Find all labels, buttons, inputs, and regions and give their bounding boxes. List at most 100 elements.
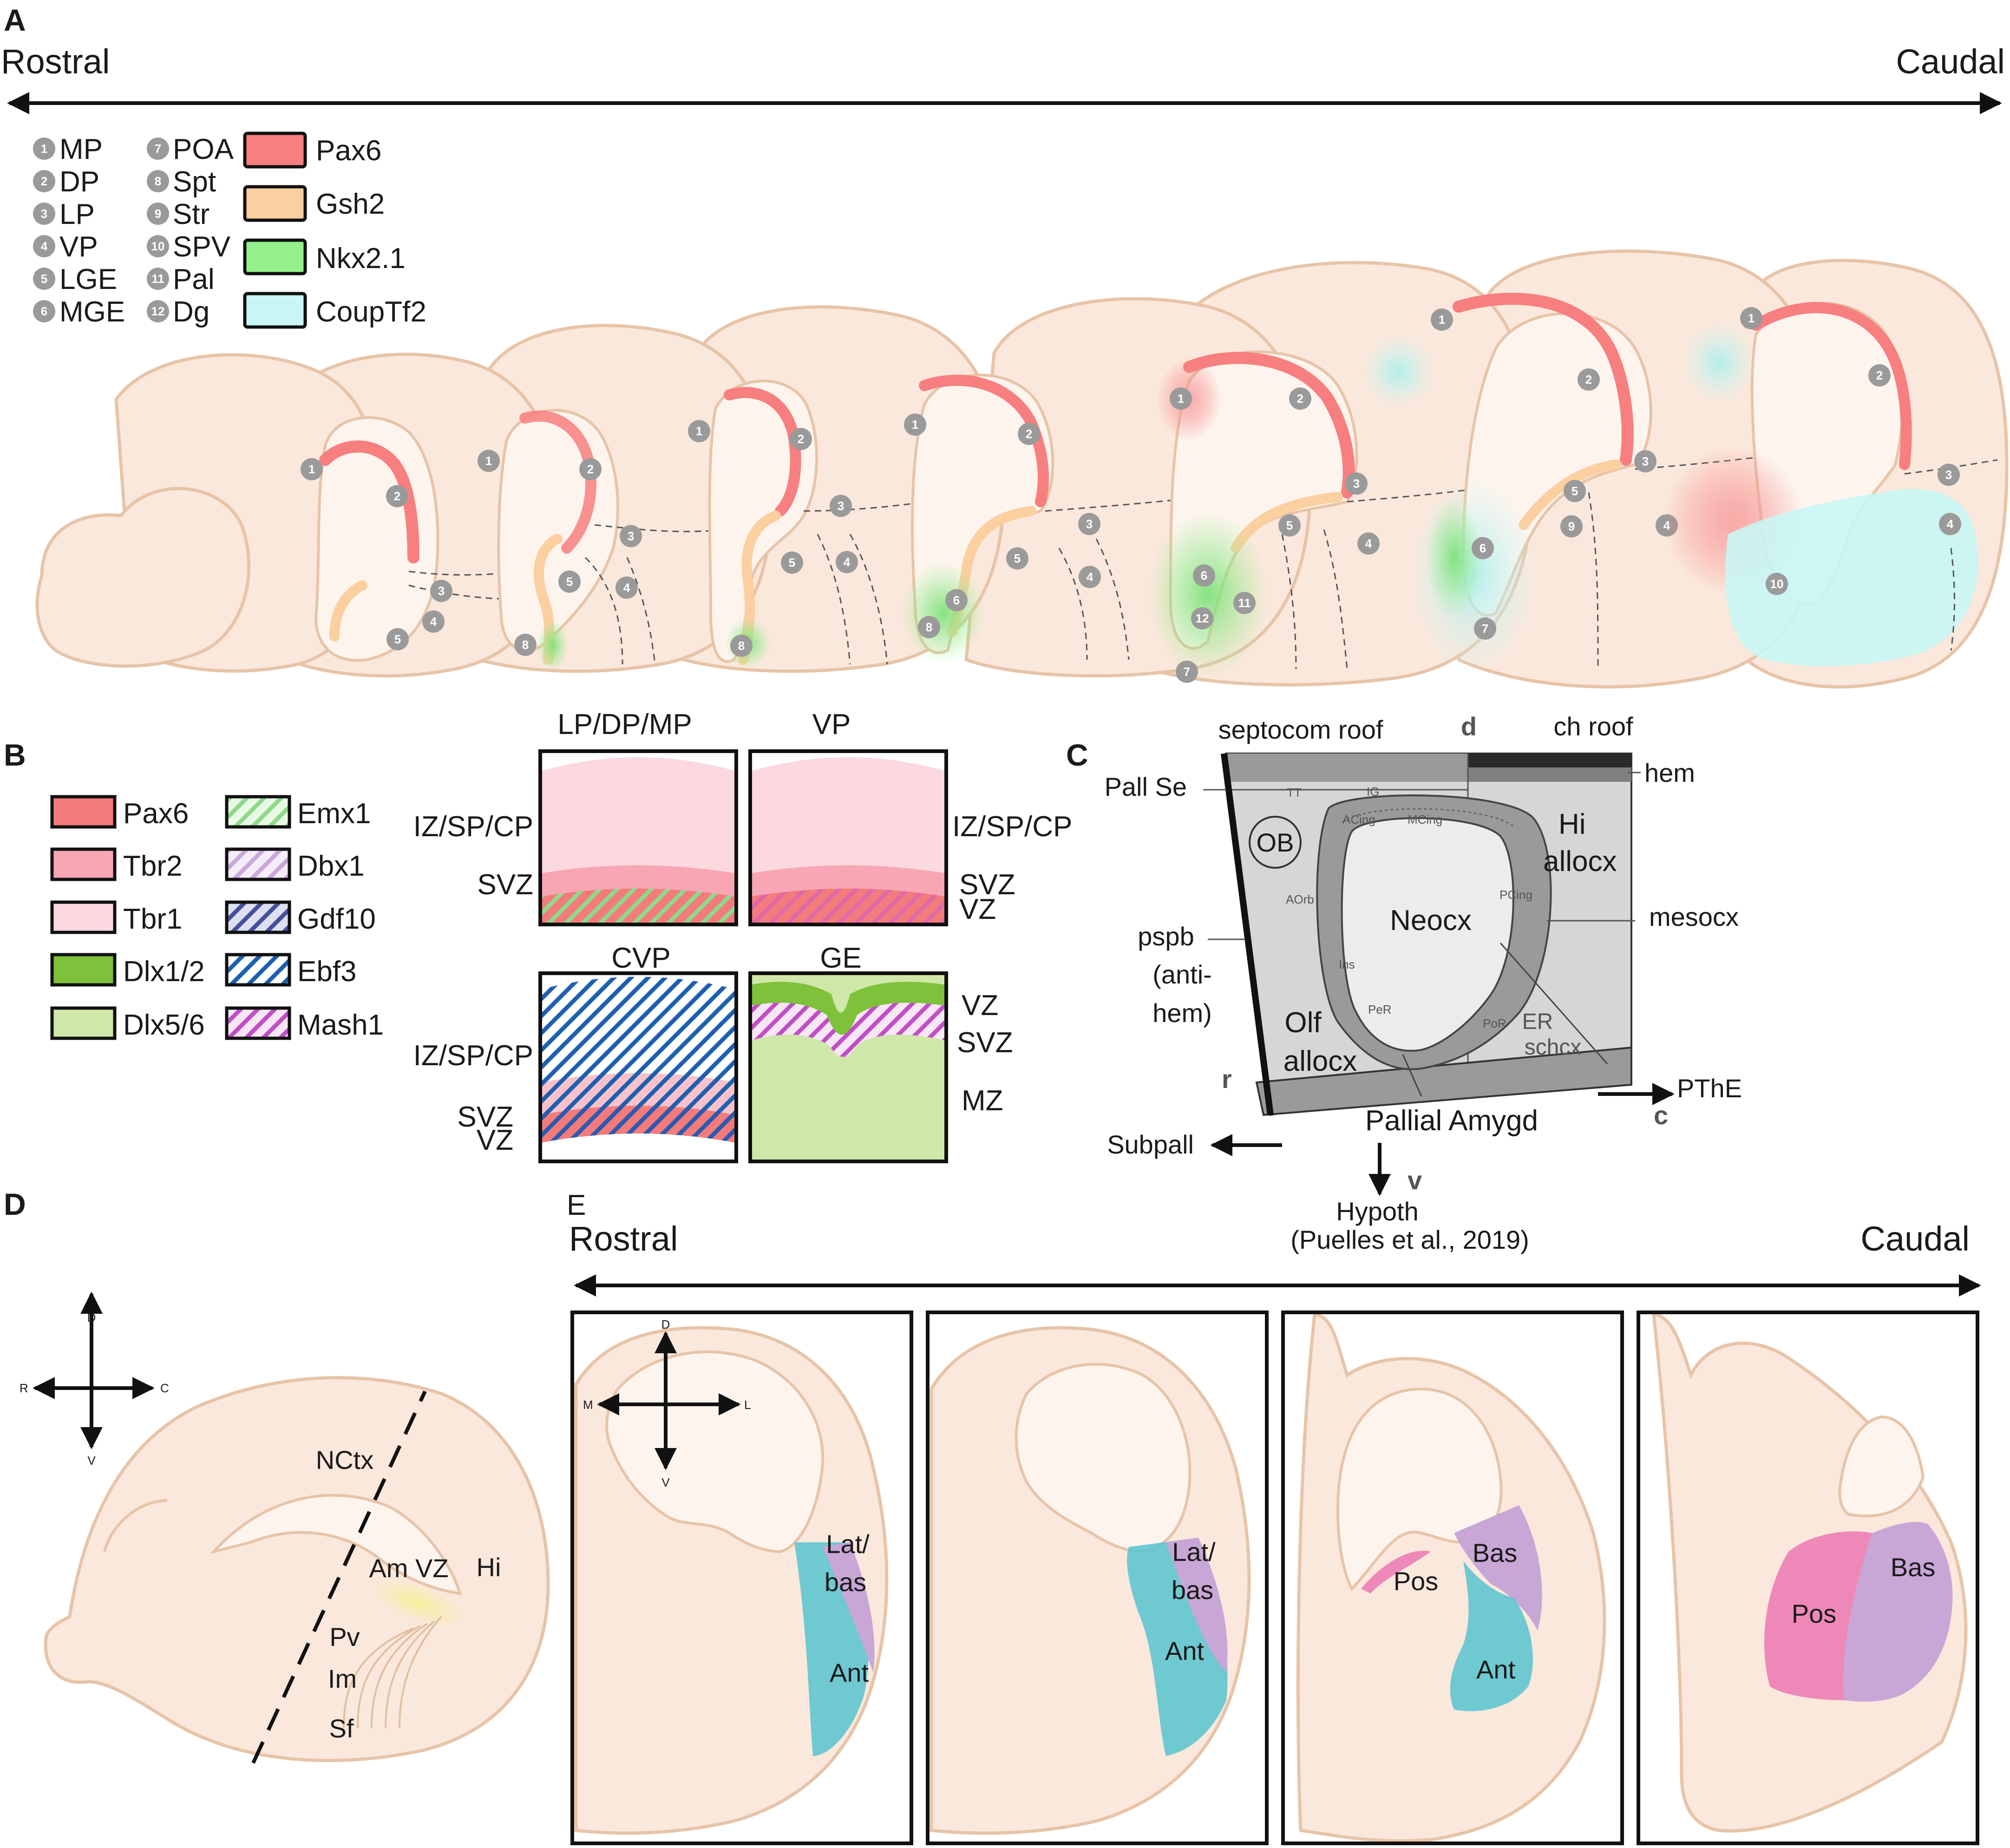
compass-e-d-label: D	[661, 1317, 670, 1331]
section-7: 1 2 3 4 10	[1663, 301, 1998, 666]
legend-label-ebf3: Ebf3	[297, 956, 357, 988]
svg-text:8: 8	[738, 639, 745, 653]
e2-lat-label: Lat/	[1172, 1537, 1216, 1566]
svg-text:4: 4	[623, 581, 630, 595]
swatch-tbr1	[50, 900, 117, 934]
aorb-label: AOrb	[1286, 892, 1314, 906]
e1-lat-label: Lat/	[826, 1529, 870, 1559]
acing-label: ACing	[1342, 813, 1375, 826]
svg-text:11: 11	[1238, 596, 1251, 610]
svg-text:1: 1	[1178, 392, 1184, 406]
svg-text:LGE: LGE	[59, 263, 117, 295]
svg-text:10: 10	[151, 239, 165, 253]
panel-b-letter: B	[4, 738, 26, 772]
svg-text:Str: Str	[173, 198, 210, 230]
legend-label-tbr1: Tbr1	[123, 903, 182, 935]
section-4: 1 2 3 4 5 6 8	[901, 374, 1236, 664]
section-2: 1 2 3 4 5 8	[478, 409, 725, 672]
panel-b: B Pax6 Tbr2 Tbr1 Dlx1/2 Dlx5/6 Emx1 Dbx1…	[4, 708, 1072, 1163]
svg-text:1: 1	[912, 418, 918, 432]
swatch-tbr2	[50, 847, 117, 881]
box-vp-svz-label: SVZ	[959, 869, 1015, 901]
swatch-dbx1	[225, 847, 291, 881]
panel-b-legend: Pax6 Tbr2 Tbr1 Dlx1/2 Dlx5/6 Emx1 Dbx1 G…	[50, 795, 384, 1041]
axis-v-label: v	[1408, 1166, 1422, 1195]
box-cvp: CVP IZ/SP/CP SVZ VZ	[413, 942, 738, 1163]
svg-text:5: 5	[394, 632, 401, 646]
pall-se-label: Pall Se	[1105, 772, 1187, 801]
swatch-emx1	[225, 795, 291, 829]
schcx-label: schcx	[1525, 1035, 1582, 1060]
sf-label: Sf	[329, 1714, 354, 1743]
svg-text:11: 11	[151, 272, 164, 286]
e-section-1: D V M L Lat/ bas Ant	[570, 1311, 913, 1845]
svg-text:4: 4	[430, 615, 437, 629]
pallial-amygd-label: Pallial Amygd	[1365, 1105, 1538, 1137]
box-lp-svz-label: SVZ	[477, 869, 533, 901]
svg-text:4: 4	[41, 239, 48, 253]
panel-c: C septocom roof d ch roof hem Pall Se TT…	[1066, 712, 1742, 1254]
gene-label-gsh2: Gsh2	[316, 188, 385, 220]
svg-text:SPV: SPV	[173, 231, 231, 263]
swatch-gdf10	[225, 900, 291, 934]
legend-label-dlx56: Dlx5/6	[123, 1009, 205, 1041]
legend-label-tbr2: Tbr2	[123, 850, 182, 882]
compass-c-label: C	[160, 1381, 169, 1395]
svg-text:9: 9	[1568, 519, 1575, 533]
e1-bas-label: bas	[825, 1567, 866, 1597]
svg-text:1: 1	[308, 462, 315, 476]
swatch-mash1	[225, 1006, 291, 1040]
box-cvp-svz-label: SVZ	[457, 1101, 513, 1133]
caudal-label-e: Caudal	[1860, 1219, 1970, 1258]
svg-text:12: 12	[1196, 611, 1209, 625]
compass-r-label: R	[20, 1381, 28, 1395]
svg-text:2: 2	[1585, 373, 1592, 387]
panel-c-letter: C	[1066, 738, 1088, 772]
er-label: ER	[1522, 1009, 1553, 1034]
hi-allocx-label: allocx	[1543, 845, 1617, 878]
section-3: 1 2 3 4 5 8	[688, 380, 957, 669]
svg-text:9: 9	[155, 207, 161, 221]
svg-text:POA: POA	[173, 133, 234, 165]
svg-text:3: 3	[438, 584, 445, 598]
svg-text:4: 4	[1947, 517, 1954, 531]
gene-legend-a: Pax6 Gsh2 Nkx2.1 CoupTf2	[243, 131, 426, 329]
svg-text:6: 6	[41, 304, 47, 318]
e3-pos-label: Pos	[1394, 1566, 1439, 1596]
nctx-label: NCtx	[316, 1445, 373, 1474]
section-5: 1 2 3 4 5 6 11 12 7	[1147, 350, 1515, 683]
svg-text:3: 3	[838, 499, 844, 513]
compass-e: D V M L	[583, 1317, 751, 1489]
box-cvp-vz-label: VZ	[477, 1124, 513, 1156]
svg-text:2: 2	[1297, 392, 1303, 406]
swatch-pax6-b	[50, 795, 117, 829]
olf-label: Olf	[1284, 1007, 1322, 1039]
svg-text:7: 7	[1482, 622, 1488, 636]
am-vz-label: Am VZ	[369, 1553, 448, 1583]
e-section-3: Pos Bas Ant	[1281, 1311, 1624, 1845]
region-key-item: 9 Str	[147, 198, 210, 230]
svg-text:4: 4	[844, 555, 851, 569]
svg-text:6: 6	[953, 593, 960, 607]
e-section-2: Lat/ bas Ant	[926, 1311, 1269, 1845]
e2-ant-label: Ant	[1165, 1636, 1204, 1665]
box-lp-iz-label: IZ/SP/CP	[413, 811, 533, 843]
svg-text:MP: MP	[59, 133, 103, 165]
svg-text:8: 8	[155, 174, 161, 188]
svg-text:5: 5	[1014, 551, 1021, 565]
citation-label: (Puelles et al., 2019)	[1290, 1225, 1529, 1254]
svg-text:3: 3	[1086, 517, 1093, 531]
svg-text:3: 3	[1642, 454, 1649, 468]
hi-label-d: Hi	[477, 1553, 501, 1582]
e3-ant-label: Ant	[1476, 1655, 1515, 1684]
svg-text:2: 2	[1876, 368, 1883, 382]
svg-text:3: 3	[628, 529, 634, 543]
box-lp-dp-mp: LP/DP/MP IZ/SP/CP SVZ	[413, 708, 738, 926]
box-cvp-iz-label: IZ/SP/CP	[413, 1040, 533, 1072]
hem-label: hem	[1644, 758, 1695, 787]
compass-e-v-label: V	[661, 1475, 670, 1489]
